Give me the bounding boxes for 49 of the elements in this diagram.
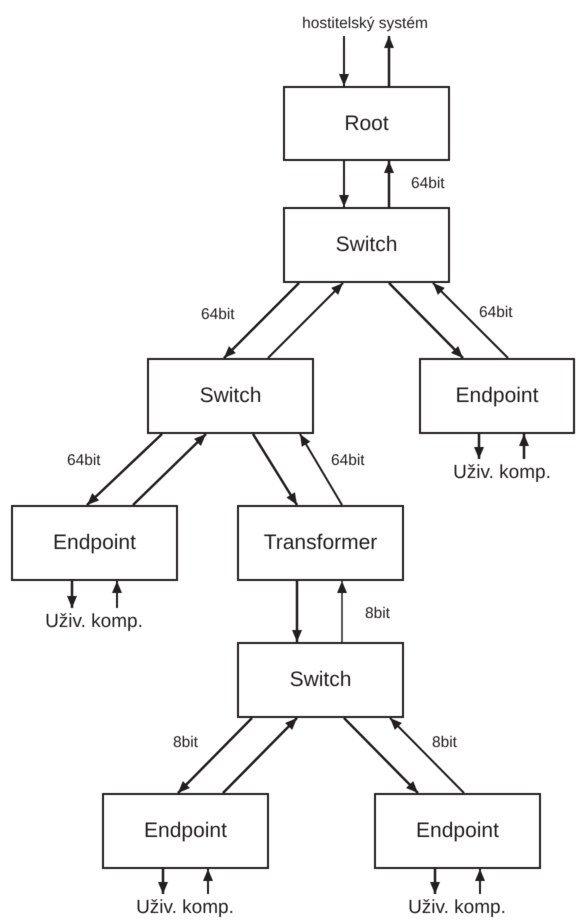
arrow (132, 433, 207, 506)
process-box (147, 358, 314, 434)
arrow (223, 282, 300, 359)
box-label: Switch (290, 668, 352, 692)
process-box (283, 207, 450, 283)
text-label: Uživ. komp. (45, 611, 143, 633)
box-label: Endpoint (416, 819, 499, 843)
box-label: Endpoint (53, 531, 136, 555)
process-box (237, 505, 404, 581)
arrow (222, 717, 298, 794)
text-label: Uživ. komp. (408, 897, 506, 919)
arrow (203, 869, 213, 894)
arrow (86, 433, 163, 506)
box-label: Transformer (264, 531, 378, 555)
arrow (337, 581, 347, 642)
process-box (374, 793, 541, 869)
arrow (389, 717, 465, 794)
text-label: Uživ. komp. (136, 897, 234, 919)
arrow (339, 161, 349, 207)
text-label: hostitelský systém (302, 15, 428, 33)
arrow (177, 717, 253, 794)
arrow (519, 434, 529, 459)
arrow (343, 717, 419, 794)
arrow (252, 433, 298, 506)
process-box (419, 358, 575, 434)
arrow (67, 581, 77, 608)
arrow (112, 581, 122, 608)
arrow (430, 869, 440, 894)
arrow (339, 36, 349, 86)
arrow (475, 869, 485, 894)
arrow (384, 161, 394, 207)
process-box (283, 86, 450, 161)
arrow (474, 434, 484, 459)
arrow (432, 282, 509, 359)
arrow (292, 581, 302, 642)
arrow (158, 869, 168, 894)
box-label: Switch (336, 233, 398, 257)
box-label: Endpoint (144, 819, 227, 843)
process-box (102, 793, 269, 869)
box-label: Switch (200, 384, 262, 408)
box-label: Endpoint (456, 384, 538, 408)
box-label: Root (344, 112, 389, 136)
arrow (299, 433, 343, 506)
process-box (237, 642, 404, 718)
arrow (384, 36, 394, 86)
text-label: Uživ. komp. (453, 462, 551, 484)
arrow (388, 282, 464, 359)
process-box (11, 505, 178, 581)
arrow (267, 282, 344, 359)
